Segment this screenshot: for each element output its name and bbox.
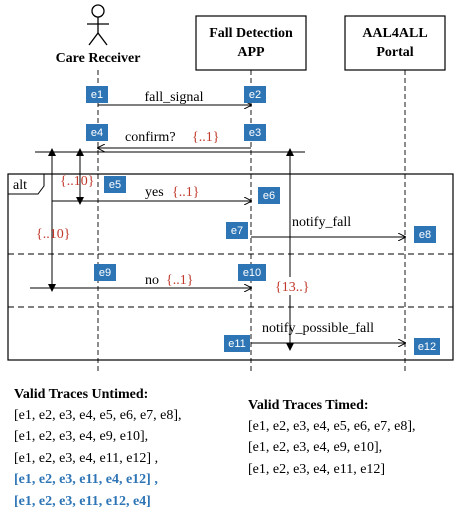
event-box-e9 [94, 264, 116, 281]
fall-app-label-line1: Fall Detection [209, 26, 293, 41]
event-label-e6: e6 [263, 190, 275, 202]
msg-no-label: no [145, 273, 159, 288]
event-label-e3: e3 [249, 127, 261, 139]
event-label-e11: e11 [228, 338, 246, 350]
trace-untimed-item: [e1, e2, e3, e4, e5, e6, e7, e8], [14, 408, 182, 423]
actor-care-receiver-label: Care Receiver [56, 51, 141, 66]
msg-notify-possible-fall-label: notify_possible_fall [262, 321, 374, 336]
event-label-e4: e4 [91, 127, 103, 139]
alt-fragment-label: alt [13, 178, 27, 193]
portal-label-line2: Portal [376, 45, 413, 60]
event-box-e7 [226, 222, 248, 239]
event-box-e1 [86, 86, 108, 103]
event-label-e5: e5 [109, 179, 121, 191]
event-box-e12 [414, 338, 440, 355]
msg-confirm-timing: {..1} [192, 130, 219, 145]
fall-app-label-line2: APP [237, 45, 265, 60]
event-label-e2: e2 [249, 89, 261, 101]
portal-box [344, 15, 446, 71]
event-box-e5 [104, 176, 126, 193]
portal-label-line1: AAL4ALL [362, 26, 427, 41]
trace-timed-item: [e1, e2, e3, e4, e5, e6, e7, e8], [248, 419, 416, 434]
trace-untimed-item: [e1, e2, e3, e4, e9, e10], [14, 429, 148, 444]
event-label-e8: e8 [419, 229, 431, 241]
trace-untimed-item-highlighted: [e1, e2, e3, e11, e12, e4] [14, 494, 151, 509]
event-label-e7: e7 [231, 225, 243, 237]
fall-detection-app-box [195, 15, 307, 71]
event-label-e10: e10 [243, 267, 261, 279]
traces-untimed-title: Valid Traces Untimed: [14, 387, 148, 402]
alt-fragment-frame [7, 173, 454, 361]
msg-yes-label: yes [145, 185, 164, 200]
constraint-13-label-bg [272, 277, 314, 295]
event-label-e1: e1 [91, 89, 103, 101]
constraint-13-label: {13..} [275, 280, 309, 295]
event-boxes: e1 e2 e3 e4 e5 e6 e7 e8 e9 e10 e11 e12 [86, 86, 440, 355]
traces-timed-title: Valid Traces Timed: [248, 398, 369, 413]
alt-fragment-tab [8, 173, 45, 195]
event-box-e8 [414, 226, 436, 243]
trace-timed-item: [e1, e2, e3, e4, e11, e12] [248, 462, 385, 477]
event-box-e4 [86, 124, 108, 141]
constraint-10-short-label: {..10} [60, 174, 94, 189]
msg-notify-fall-label: notify_fall [292, 215, 351, 230]
event-box-e11 [224, 335, 250, 352]
msg-fall-signal-label: fall_signal [144, 90, 203, 105]
event-box-e3 [244, 124, 266, 141]
event-box-e2 [244, 86, 266, 103]
event-label-e9: e9 [99, 267, 111, 279]
constraint-10-long-label: {..10} [36, 227, 70, 242]
event-box-e10 [238, 264, 266, 281]
trace-untimed-item-highlighted: [e1, e2, e3, e11, e4, e12] , [14, 472, 158, 487]
event-box-e6 [258, 187, 280, 204]
msg-confirm-label: confirm? [125, 130, 176, 145]
trace-untimed-item: [e1, e2, e3, e4, e11, e12] , [14, 451, 158, 466]
event-label-e12: e12 [418, 341, 436, 353]
msg-no-timing: {..1} [166, 273, 193, 288]
actor-stick-figure-icon [87, 4, 109, 46]
msg-yes-timing: {..1} [172, 185, 199, 200]
trace-timed-item: [e1, e2, e3, e4, e9, e10], [248, 440, 382, 455]
